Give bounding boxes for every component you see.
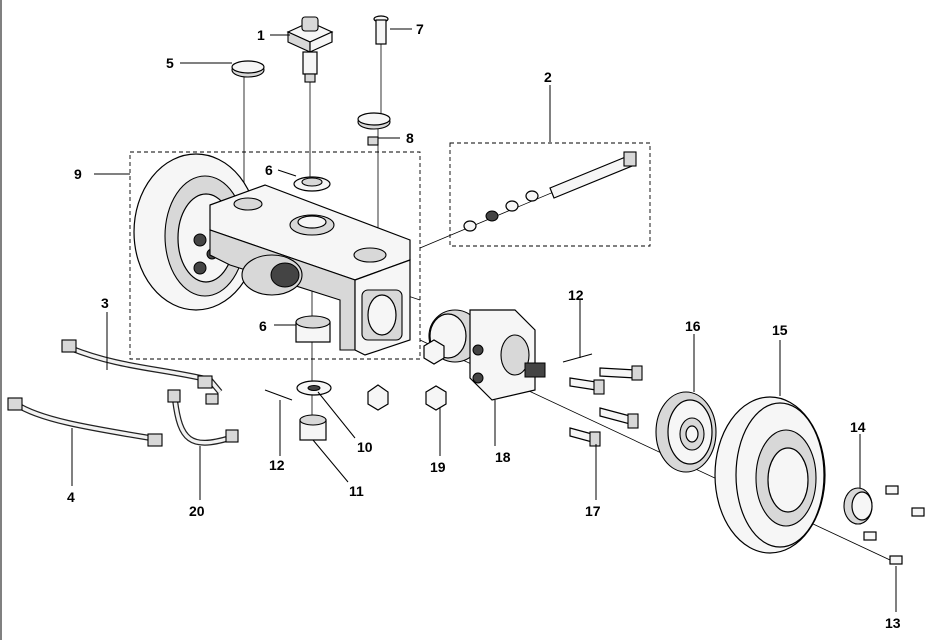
callout-labels: 1 2 3 4 5 6 6 7 8 9 10 11 12 12 13 14 15… <box>67 21 901 631</box>
callout-6-upper: 6 <box>265 162 273 178</box>
callout-2: 2 <box>544 69 552 85</box>
callout-10: 10 <box>357 439 373 455</box>
callout-6-lower: 6 <box>259 318 267 334</box>
callout-3: 3 <box>101 295 109 311</box>
callout-8: 8 <box>406 130 414 146</box>
axle-housing <box>209 184 411 356</box>
hydraulic-motor-part-18 <box>428 309 546 401</box>
group-box-2 <box>449 142 651 247</box>
pin-part-7 <box>373 15 389 45</box>
callout-1: 1 <box>257 27 265 43</box>
washer-part-10 <box>296 380 332 396</box>
bushing-part-6-lower <box>295 315 331 343</box>
callout-20: 20 <box>189 503 205 519</box>
bushing-part-6-upper <box>293 176 331 192</box>
bolt-set-part-2 <box>463 151 637 232</box>
callout-17: 17 <box>585 503 601 519</box>
callout-12-right: 12 <box>568 287 584 303</box>
hose-part-3 <box>61 339 223 405</box>
cap-part-5 <box>231 60 265 78</box>
cotter-pin-12-right <box>562 353 593 363</box>
callout-9: 9 <box>74 166 82 182</box>
nut-small-center <box>367 384 389 411</box>
callout-5: 5 <box>166 55 174 71</box>
callout-13: 13 <box>885 615 901 631</box>
callout-4: 4 <box>67 489 75 505</box>
callout-15: 15 <box>772 322 788 338</box>
cap-part-8 <box>357 112 391 146</box>
callout-16: 16 <box>685 318 701 334</box>
hub-part-16 <box>655 391 717 473</box>
callout-12-left: 12 <box>269 457 285 473</box>
callout-11: 11 <box>349 483 364 499</box>
callout-18: 18 <box>495 449 511 465</box>
fittings-part-19 <box>423 339 447 411</box>
lug-nuts-part-13 <box>863 485 925 565</box>
callout-14: 14 <box>850 419 866 435</box>
hose-part-4 <box>7 397 163 447</box>
callout-19: 19 <box>430 459 446 475</box>
right-wheel-part-15 <box>714 396 826 554</box>
callout-7: 7 <box>416 21 424 37</box>
leader-lines <box>71 28 897 612</box>
bolts-part-17 <box>569 365 643 447</box>
nut-part-11 <box>299 414 327 441</box>
hose-part-20 <box>167 389 239 446</box>
kingpin-part-1 <box>286 16 334 83</box>
cap-part-14 <box>843 487 873 525</box>
group-box-9 <box>129 151 421 360</box>
cotter-pin-12-left <box>264 389 293 401</box>
